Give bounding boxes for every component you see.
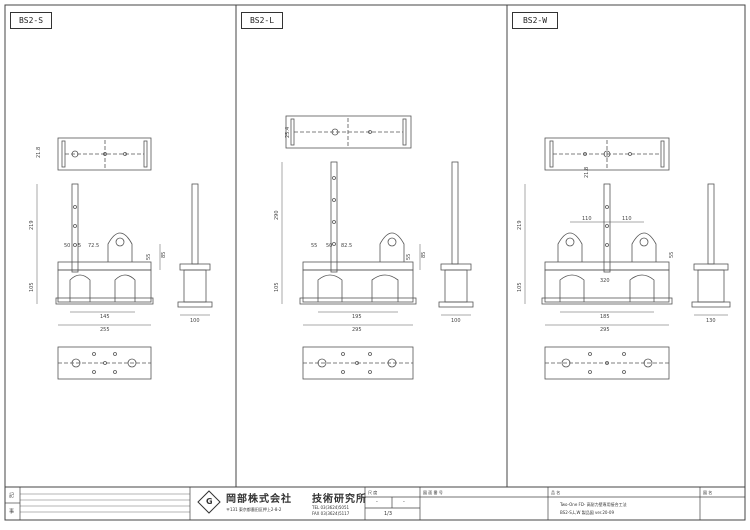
company-logo-shape <box>197 490 221 514</box>
sheet-number: 1/3 <box>384 511 393 517</box>
scale-value-2: - <box>403 499 405 505</box>
dim-w-b: 110 <box>622 216 632 222</box>
dim-w-height: 219 <box>517 220 523 230</box>
header-drawing-name: 図 名 <box>703 490 713 495</box>
dim-s-c: 72.5 <box>88 243 99 249</box>
dim-s-b: 5 <box>78 243 81 249</box>
dim-s-d: 55 <box>146 254 152 260</box>
dim-l-height: 290 <box>274 210 280 220</box>
title-block-grid <box>5 487 745 520</box>
company-dept: 技術研究所 <box>312 494 367 505</box>
outer-frame <box>4 4 746 521</box>
header-scale: 尺 度 <box>368 490 378 495</box>
product-line-2: BS2-S,L,W 製品図 ver.20-09 <box>560 510 615 515</box>
panel-bs2-w-drawing <box>524 137 731 380</box>
company-name: 岡部株式会社 <box>226 494 292 505</box>
dim-s-height: 219 <box>29 220 35 230</box>
dim-s-side: 100 <box>190 318 200 324</box>
dim-s-base: 105 <box>29 282 35 292</box>
company-fax: FAX 03(3624)5117 <box>312 511 350 516</box>
dim-w-e: 320 <box>600 278 610 284</box>
dim-l-f: 195 <box>352 314 362 320</box>
panel-label-bs2-s: BS2-S <box>10 12 52 29</box>
plan-plate <box>57 137 152 171</box>
bracket <box>107 232 133 262</box>
dim-l-d: 55 <box>406 254 412 260</box>
header-drawing-no: 図 面 番 号 <box>423 490 443 495</box>
dim-s-a: 50 <box>64 243 70 249</box>
title-block-ji: 事 <box>9 509 15 515</box>
dim-w-plate: 21.8 <box>584 167 590 178</box>
dim-w-f: 185 <box>600 314 610 320</box>
product-line-1: Two-One FD- 高耐力壁専用接合工法 <box>560 502 627 507</box>
dim-s-g: 255 <box>100 327 110 333</box>
dim-l-side: 100 <box>451 318 461 324</box>
company-logo-letter: G <box>206 497 213 506</box>
panel-label-bs2-w: BS2-W <box>512 12 558 29</box>
dimension-labels: 21.8 219 105 50 5 72.5 55 85 145 255 100… <box>29 127 716 333</box>
panel-label-bs2-l: BS2-L <box>241 12 283 29</box>
dim-s-f: 145 <box>100 314 110 320</box>
dim-w-g: 295 <box>600 327 610 333</box>
header-product: 品 名 <box>551 490 561 495</box>
panel-bs2-l-drawing <box>281 115 474 380</box>
dim-l-a: 55 <box>311 243 317 249</box>
dim-w-base: 105 <box>517 282 523 292</box>
dim-l-plate: 25.4 <box>285 127 291 138</box>
scale-value-1: - <box>376 499 378 505</box>
dim-w-c: 55 <box>669 252 675 258</box>
rod <box>71 183 79 273</box>
dim-s-e: 85 <box>161 252 167 258</box>
dim-l-e: 85 <box>421 252 427 258</box>
dim-l-c: 82.5 <box>341 243 352 249</box>
company-tel: TEL 03(3624)5051 <box>312 505 350 510</box>
dim-w-a: 110 <box>582 216 592 222</box>
panel-bs2-s-drawing <box>36 137 213 380</box>
title-block-ki: 記 <box>9 493 15 499</box>
dim-l-g: 295 <box>352 327 362 333</box>
dim-s-plate: 21.8 <box>36 147 42 158</box>
dim-l-b: 50 <box>326 243 332 249</box>
dim-w-side: 130 <box>706 318 716 324</box>
dim-l-base: 105 <box>274 282 280 292</box>
company-address: 〒131 東京都墨田区押上2-8-2 <box>226 507 282 512</box>
